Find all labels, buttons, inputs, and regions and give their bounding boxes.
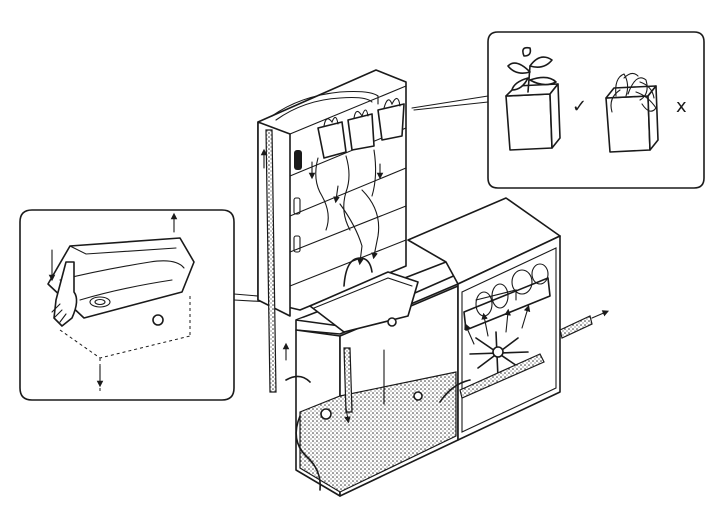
dishwasher-cabinet: [407, 197, 610, 441]
spray-arm-icon: [469, 331, 529, 379]
callout-plant-comparison: ✓ x: [411, 31, 705, 189]
pump-pipe: [260, 129, 290, 393]
wilted-plant-icon: [605, 72, 659, 153]
healthy-plant-icon: [505, 46, 561, 151]
bad-mark: x: [676, 96, 687, 117]
plant-wall: [257, 69, 407, 317]
sink-cabinet: [285, 257, 459, 497]
callout-basin-detail: [19, 209, 307, 401]
good-mark: ✓: [572, 96, 587, 117]
